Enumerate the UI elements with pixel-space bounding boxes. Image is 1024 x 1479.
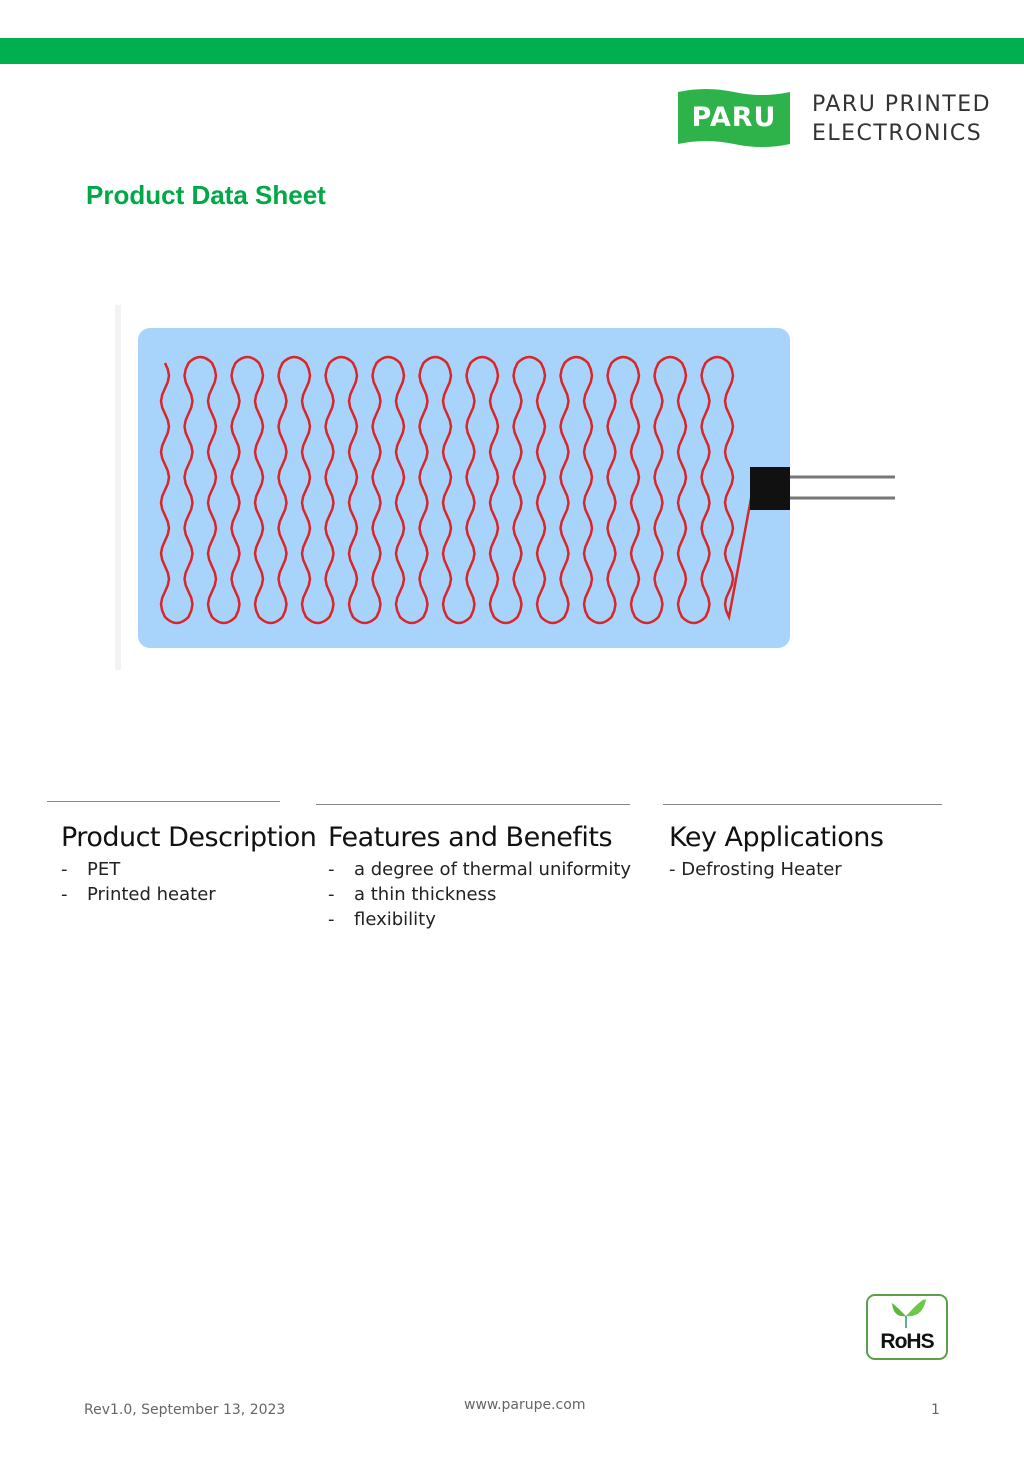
product-description-section: Product Description -PET -Printed heater [61, 822, 317, 907]
logo-mark-text: PARU [691, 102, 777, 133]
divider [47, 801, 280, 802]
logo-flag: PARU [678, 88, 790, 148]
section-heading: Features and Benefits [328, 822, 613, 853]
rohs-text: RoHS [880, 1330, 934, 1353]
list-item: -a thin thickness [328, 884, 497, 905]
logo-line2: ELECTRONICS [812, 121, 983, 146]
section-heading: Product Description [61, 822, 317, 853]
list-item: -Printed heater [61, 884, 216, 905]
list-item: -flexibility [328, 909, 436, 930]
section-heading: Key Applications [669, 822, 884, 853]
features-section: Features and Benefits -a degree of therm… [328, 822, 631, 932]
list-item: -PET [61, 859, 121, 880]
leaf-icon [891, 1299, 926, 1328]
page-number: 1 [931, 1402, 940, 1418]
divider [663, 804, 942, 805]
applications-section: Key Applications - Defrosting Heater [669, 822, 884, 882]
revision-text: Rev1.0, September 13, 2023 [84, 1402, 286, 1418]
logo-line1: PARU PRINTED [812, 92, 992, 117]
rohs-badge: RoHS [866, 1294, 948, 1360]
heater-product-image [115, 305, 915, 670]
divider [316, 804, 630, 805]
list-item: -a degree of thermal uniformity [328, 859, 632, 880]
logo-text: PARU PRINTED ELECTRONICS [812, 90, 991, 148]
list-item: - Defrosting Heater [669, 859, 842, 880]
website-link[interactable]: www.parupe.com [464, 1397, 586, 1413]
company-logo: PARU PARU PRINTED ELECTRONICS [678, 86, 998, 150]
page-title: Product Data Sheet [86, 180, 326, 210]
top-brand-bar [0, 38, 1024, 64]
